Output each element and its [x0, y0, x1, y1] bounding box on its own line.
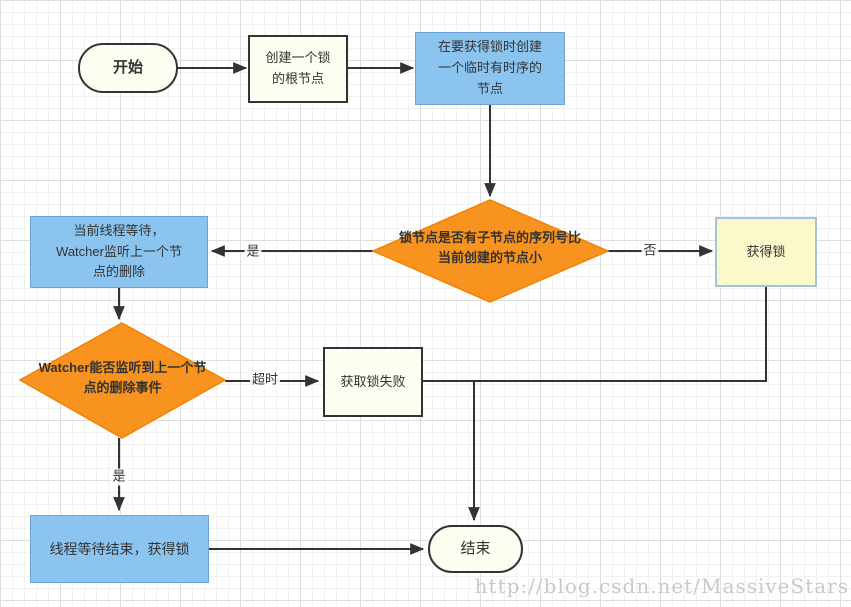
edge-label-yes-1: 是 — [244, 243, 262, 261]
create-ephemeral-node: 在要获得锁时创建 一个临时有时序的 节点 — [415, 32, 565, 105]
wait-watcher-node: 当前线程等待， Watcher监听上一个节 点的删除 — [30, 216, 208, 288]
create-root-label: 创建一个锁 的根节点 — [265, 50, 331, 86]
end-label: 结束 — [460, 540, 491, 557]
start-label: 开始 — [112, 59, 143, 76]
acquire-fail-label: 获取锁失败 — [340, 373, 406, 389]
edge-label-no-1: 否 — [641, 242, 659, 260]
start-node: 开始 — [78, 43, 178, 93]
wait-watcher-label: 当前线程等待， Watcher监听上一个节 点的删除 — [56, 222, 182, 280]
create-root-node: 创建一个锁 的根节点 — [248, 35, 348, 103]
wait-end-label: 线程等待结束，获得锁 — [49, 540, 190, 557]
edge-acquire-lock-to-end — [468, 287, 767, 522]
wait-end-node: 线程等待结束，获得锁 — [30, 515, 209, 583]
acquire-lock-node: 获得锁 — [715, 217, 817, 287]
decision-seq-smaller-label: 锁节点是否有子节点的序列号比 当前创建的节点小 — [398, 230, 581, 266]
end-node: 结束 — [428, 525, 523, 573]
decision-seq-smaller-shape — [371, 199, 610, 303]
acquire-lock-label: 获得锁 — [746, 243, 786, 259]
decision-watcher-event-shape — [18, 322, 227, 439]
edge-label-yes-2: 是 — [110, 468, 128, 486]
decision-watcher-event-label: Watcher能否监听到上一个节 点的删除事件 — [38, 360, 207, 396]
create-ephemeral-label: 在要获得锁时创建 一个临时有时序的 节点 — [437, 39, 542, 96]
acquire-fail-node: 获取锁失败 — [323, 347, 423, 417]
edge-label-timeout: 超时 — [249, 371, 281, 389]
watermark-url: http://blog.csdn.net/MassiveStars — [474, 574, 849, 598]
